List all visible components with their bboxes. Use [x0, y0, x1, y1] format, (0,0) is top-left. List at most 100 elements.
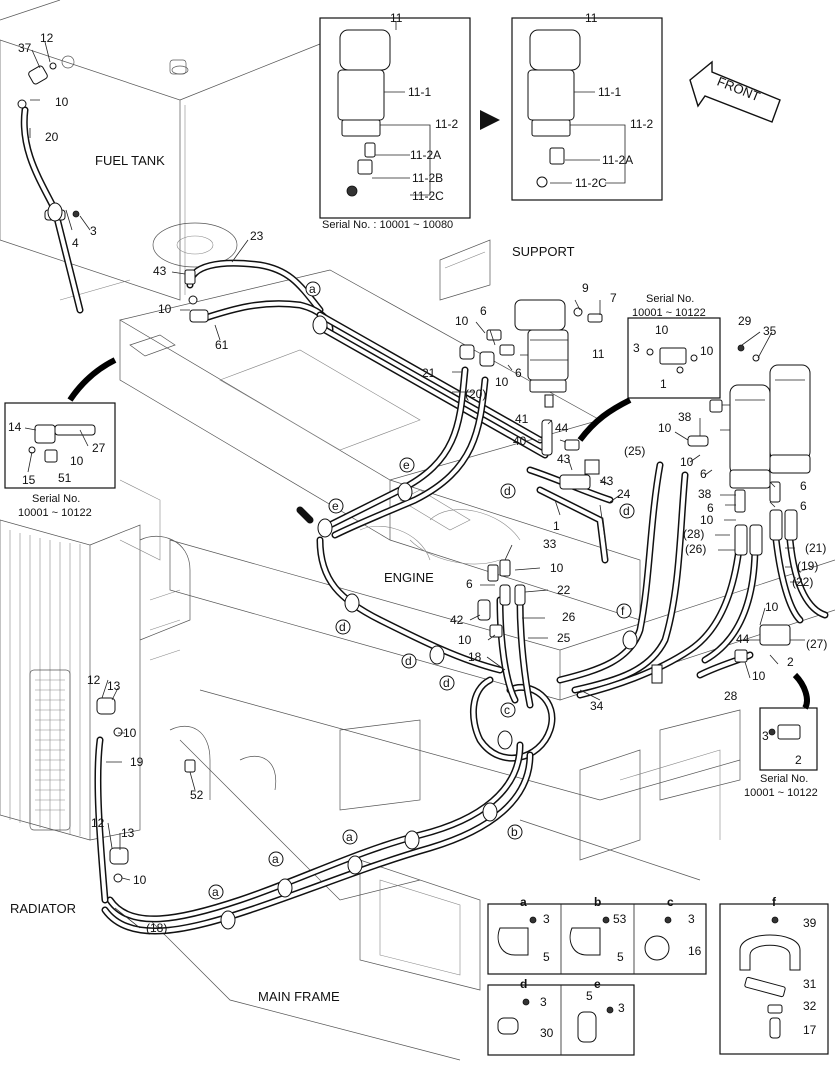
part-label: 43 [600, 474, 614, 488]
part-label: 21 [422, 366, 436, 380]
part-label: 53 [613, 912, 627, 926]
part-label: 10 [458, 633, 472, 647]
part-label: 32 [803, 999, 817, 1013]
part-label: 19 [130, 755, 144, 769]
filter-inset-serial-title: Serial No. [646, 293, 694, 305]
part-label: 17 [803, 1023, 817, 1037]
serial-labels: Serial No. : 10001 ~ 10080 Serial No. 10… [18, 219, 818, 799]
top-box-1-labels: 11 11-1 11-2 11-2A 11-2B 11-2C [390, 11, 458, 203]
part-label: 7 [610, 291, 617, 305]
part-label: 3 [90, 224, 97, 238]
part-label: 3 [762, 729, 769, 743]
part-label: 6 [707, 501, 714, 515]
radiator-label: RADIATOR [10, 901, 76, 916]
part-label: 24 [617, 487, 631, 501]
clip-letter: b [511, 825, 518, 839]
part-label: 5 [586, 989, 593, 1003]
detail-box-labels: a 3 5 b 53 5 c 3 16 d 3 30 e 5 3 f 39 31… [520, 895, 817, 1040]
fuel-filter-11 [514, 299, 603, 408]
part-label: (18) [146, 921, 167, 935]
detail-letter: c [667, 895, 674, 909]
bottom-right-serial-inset [759, 672, 818, 771]
detail-letter: e [594, 977, 601, 991]
part-label: 10 [658, 421, 672, 435]
top-box-2-labels: 11 11-1 11-2 11-2A 11-2C [575, 11, 653, 190]
part-label: 41 [515, 412, 529, 426]
part-label: 31 [803, 977, 817, 991]
part-label: 14 [8, 420, 22, 434]
part-label: 28 [724, 689, 738, 703]
part-label: 10 [133, 873, 147, 887]
part-label: 5 [617, 950, 624, 964]
part-label: 61 [215, 338, 229, 352]
clip-letter-callouts: a e e d d d d d f c b a a a [208, 281, 635, 900]
clip-letter: d [339, 620, 346, 634]
part-label: 25 [557, 631, 571, 645]
part-label: 30 [540, 1026, 554, 1040]
part-label: 38 [698, 487, 712, 501]
fuel-hoses [20, 106, 829, 935]
part-label: 44 [555, 421, 569, 435]
left-serial-inset [4, 357, 117, 489]
clip-letter: d [405, 654, 412, 668]
part-label: 10 [55, 95, 69, 109]
part-label: 1 [553, 519, 560, 533]
part-label: 5 [543, 950, 550, 964]
clip-letter: d [504, 484, 511, 498]
clip-letter: d [443, 676, 450, 690]
part-label: 11 [592, 347, 605, 361]
part-label: 11-2 [435, 117, 458, 131]
part-label: 52 [190, 788, 204, 802]
part-label: (19) [797, 559, 818, 573]
part-label: 10 [752, 669, 766, 683]
detail-letter: d [520, 977, 527, 991]
part-label: 3 [688, 912, 695, 926]
br-inset-serial-title: Serial No. [760, 773, 808, 785]
part-label: 42 [450, 613, 464, 627]
part-label: 38 [678, 410, 692, 424]
part-label: 3 [618, 1001, 625, 1015]
part-label: 2 [795, 753, 802, 767]
part-number-labels: 37 12 10 20 4 3 23 43 10 61 9 7 10 6 10 … [18, 31, 827, 935]
part-label: 12 [87, 673, 101, 687]
main-frame-label: MAIN FRAME [258, 989, 340, 1004]
clip-letter: a [346, 830, 353, 844]
part-label: 11-2 [630, 117, 653, 131]
part-label: 27 [92, 441, 106, 455]
top-inset-box-1 [319, 17, 471, 219]
twin-fuel-filter [709, 344, 811, 489]
transition-arrow [480, 110, 500, 130]
part-label: 20 [45, 130, 59, 144]
br-inset-labels: 3 2 [762, 729, 802, 767]
part-label: (27) [806, 637, 827, 651]
part-label: 11 [390, 11, 403, 25]
part-label: 10 [495, 375, 509, 389]
clip-letter: e [403, 458, 410, 472]
part-label: 6 [800, 499, 807, 513]
part-label: (21) [805, 541, 826, 555]
part-label: 43 [153, 264, 167, 278]
part-label: 16 [688, 944, 702, 958]
part-label: 10 [700, 513, 714, 527]
part-label: 13 [121, 826, 135, 840]
part-label: 29 [738, 314, 752, 328]
part-label: 40 [513, 434, 527, 448]
part-label: 10 [550, 561, 564, 575]
part-label: 10 [655, 323, 669, 337]
top-inset-box-2 [511, 17, 663, 201]
part-label: 9 [582, 281, 589, 295]
part-label: 10 [70, 454, 84, 468]
part-label: 11-2C [412, 189, 444, 203]
part-label: 10 [700, 344, 714, 358]
clip-letter: c [504, 703, 510, 717]
clip-letter: a [309, 282, 316, 296]
part-label: 23 [250, 229, 264, 243]
detail-boxes [487, 903, 829, 1056]
part-label: 13 [107, 679, 121, 693]
clip-markers [47, 202, 638, 930]
part-label: 11-2A [602, 153, 633, 167]
part-label: 11-1 [408, 85, 431, 99]
br-inset-serial-range: 10001 ~ 10122 [744, 787, 818, 799]
part-label: 22 [557, 583, 571, 597]
